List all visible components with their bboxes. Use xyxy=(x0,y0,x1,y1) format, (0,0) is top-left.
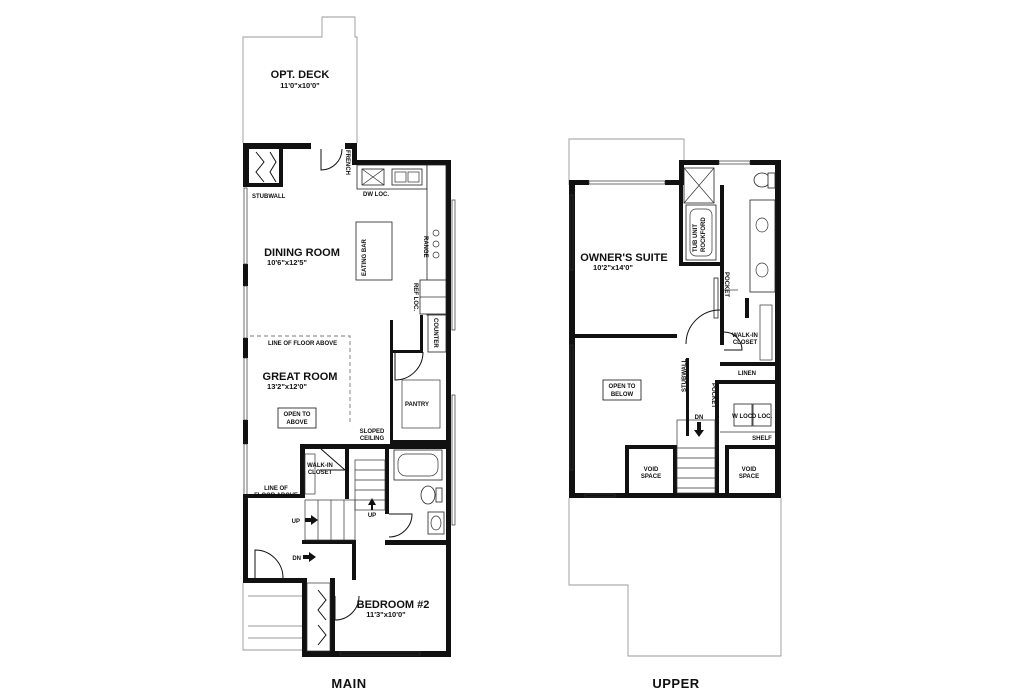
main-walkin-line1: WALK-IN xyxy=(307,463,333,469)
main-front-closet xyxy=(243,149,283,187)
upper-walkin-line1: WALK-IN xyxy=(732,333,758,339)
shelf-label: SHELF xyxy=(752,436,772,442)
sloped-ceiling-line1: SLOPED xyxy=(360,429,385,435)
french-door-swing xyxy=(320,148,343,171)
upper-exterior-walls xyxy=(569,160,781,498)
open-to-above-line2: ABOVE xyxy=(286,420,307,426)
upper-walkin-line2: CLOSET xyxy=(733,340,758,346)
range-label: RANGE xyxy=(422,236,428,258)
upper-roof-outline-top xyxy=(568,138,685,185)
upper-laundry xyxy=(720,403,775,433)
upper-caption: UPPER xyxy=(652,676,699,691)
main-exterior-walls xyxy=(243,143,456,657)
main-caption: MAIN xyxy=(331,676,366,691)
open-to-below-box xyxy=(602,379,642,401)
dn-label-upper: DN xyxy=(695,415,704,421)
pantry xyxy=(390,315,446,444)
dining-room-size: 10'6"x12'5" xyxy=(267,258,307,267)
main-floor-plan xyxy=(242,16,456,657)
dn-label-main: DN xyxy=(292,556,301,562)
entry-door-swing xyxy=(254,549,284,579)
dining-room-name: DINING ROOM xyxy=(264,247,340,259)
up-label-stair: UP xyxy=(368,513,376,519)
eating-bar-label: EATING BAR xyxy=(362,238,368,276)
french-label: FRENCH xyxy=(344,150,350,175)
owners-door-closet xyxy=(685,304,773,361)
void-space-2-line1: VOID xyxy=(742,467,757,473)
line-of-floor-above xyxy=(250,335,351,425)
upper-stairs xyxy=(676,358,716,494)
line-of-floor-above-b: FLOOR ABOVE xyxy=(254,493,298,499)
main-bathroom xyxy=(388,449,445,538)
entry-steps xyxy=(242,583,302,651)
main-interior-walls xyxy=(243,444,450,652)
main-stairs xyxy=(303,459,386,562)
open-to-above-line1: OPEN TO xyxy=(284,412,311,418)
main-floor-labels: OPT. DECK 11'0"x10'0" STUBWALL FRENCH DW… xyxy=(252,69,438,691)
counter-label: COUNTER xyxy=(432,318,438,348)
dryer-loc-label: D LOC. xyxy=(752,414,773,420)
upper-floor-plan xyxy=(568,138,782,657)
main-walkin-line2: CLOSET xyxy=(308,470,333,476)
opt-deck-outline xyxy=(242,16,358,143)
tub-unit-line2: ROCKFORD xyxy=(701,217,707,252)
opt-deck-size: 11'0"x10'0" xyxy=(280,81,320,90)
owners-suite-size: 10'2"x14'0" xyxy=(593,263,633,272)
pocket-label-2: POCKET xyxy=(710,383,716,408)
void-space-2-line2: SPACE xyxy=(739,474,759,480)
upper-interior-walls xyxy=(575,185,775,493)
great-room-name: GREAT ROOM xyxy=(263,371,338,383)
up-label-landing: UP xyxy=(292,519,300,525)
void-space-1-line2: SPACE xyxy=(641,474,661,480)
upper-roof-outline-bottom xyxy=(568,498,782,657)
pantry-label: PANTRY xyxy=(405,402,429,408)
upper-floor-labels: OWNER'S SUITE 10'2"x14'0" TUB UNIT ROCKF… xyxy=(580,217,772,691)
main-walkin-closet xyxy=(304,448,346,495)
tub-unit-line1: TUB UNIT xyxy=(693,224,699,252)
opt-deck-name: OPT. DECK xyxy=(271,69,330,81)
kitchen-counters xyxy=(356,164,447,353)
linen-label: LINEN xyxy=(738,371,756,377)
stubwall-upper: STUBWALL xyxy=(682,358,688,392)
bedroom2-closet xyxy=(306,582,360,652)
line-floor-above-label: LINE OF FLOOR ABOVE xyxy=(268,341,337,347)
sloped-ceiling-line2: CEILING xyxy=(360,436,385,442)
owners-suite-name: OWNER'S SUITE xyxy=(580,252,668,264)
dw-loc-label: DW LOC. xyxy=(363,192,389,198)
line-of-floor-above-a: LINE OF xyxy=(264,486,288,492)
open-to-above-box xyxy=(277,407,317,429)
great-room-size: 13'2"x12'0" xyxy=(267,382,307,391)
washer-loc-label: W LOC. xyxy=(732,414,754,420)
stubwall-label: STUBWALL xyxy=(252,194,286,200)
void-space-1-line1: VOID xyxy=(644,467,659,473)
bedroom2-size: 11'3"x10'0" xyxy=(366,610,406,619)
eating-bar-island xyxy=(355,221,393,281)
bedroom2-name: BEDROOM #2 xyxy=(357,599,430,611)
open-to-below-line1: OPEN TO xyxy=(609,384,636,390)
upper-ensuite xyxy=(683,167,776,319)
pocket-label-1: POCKET xyxy=(723,272,729,297)
ref-loc-label: REF LOC. xyxy=(412,283,418,311)
open-to-below-line2: BELOW xyxy=(611,392,634,398)
